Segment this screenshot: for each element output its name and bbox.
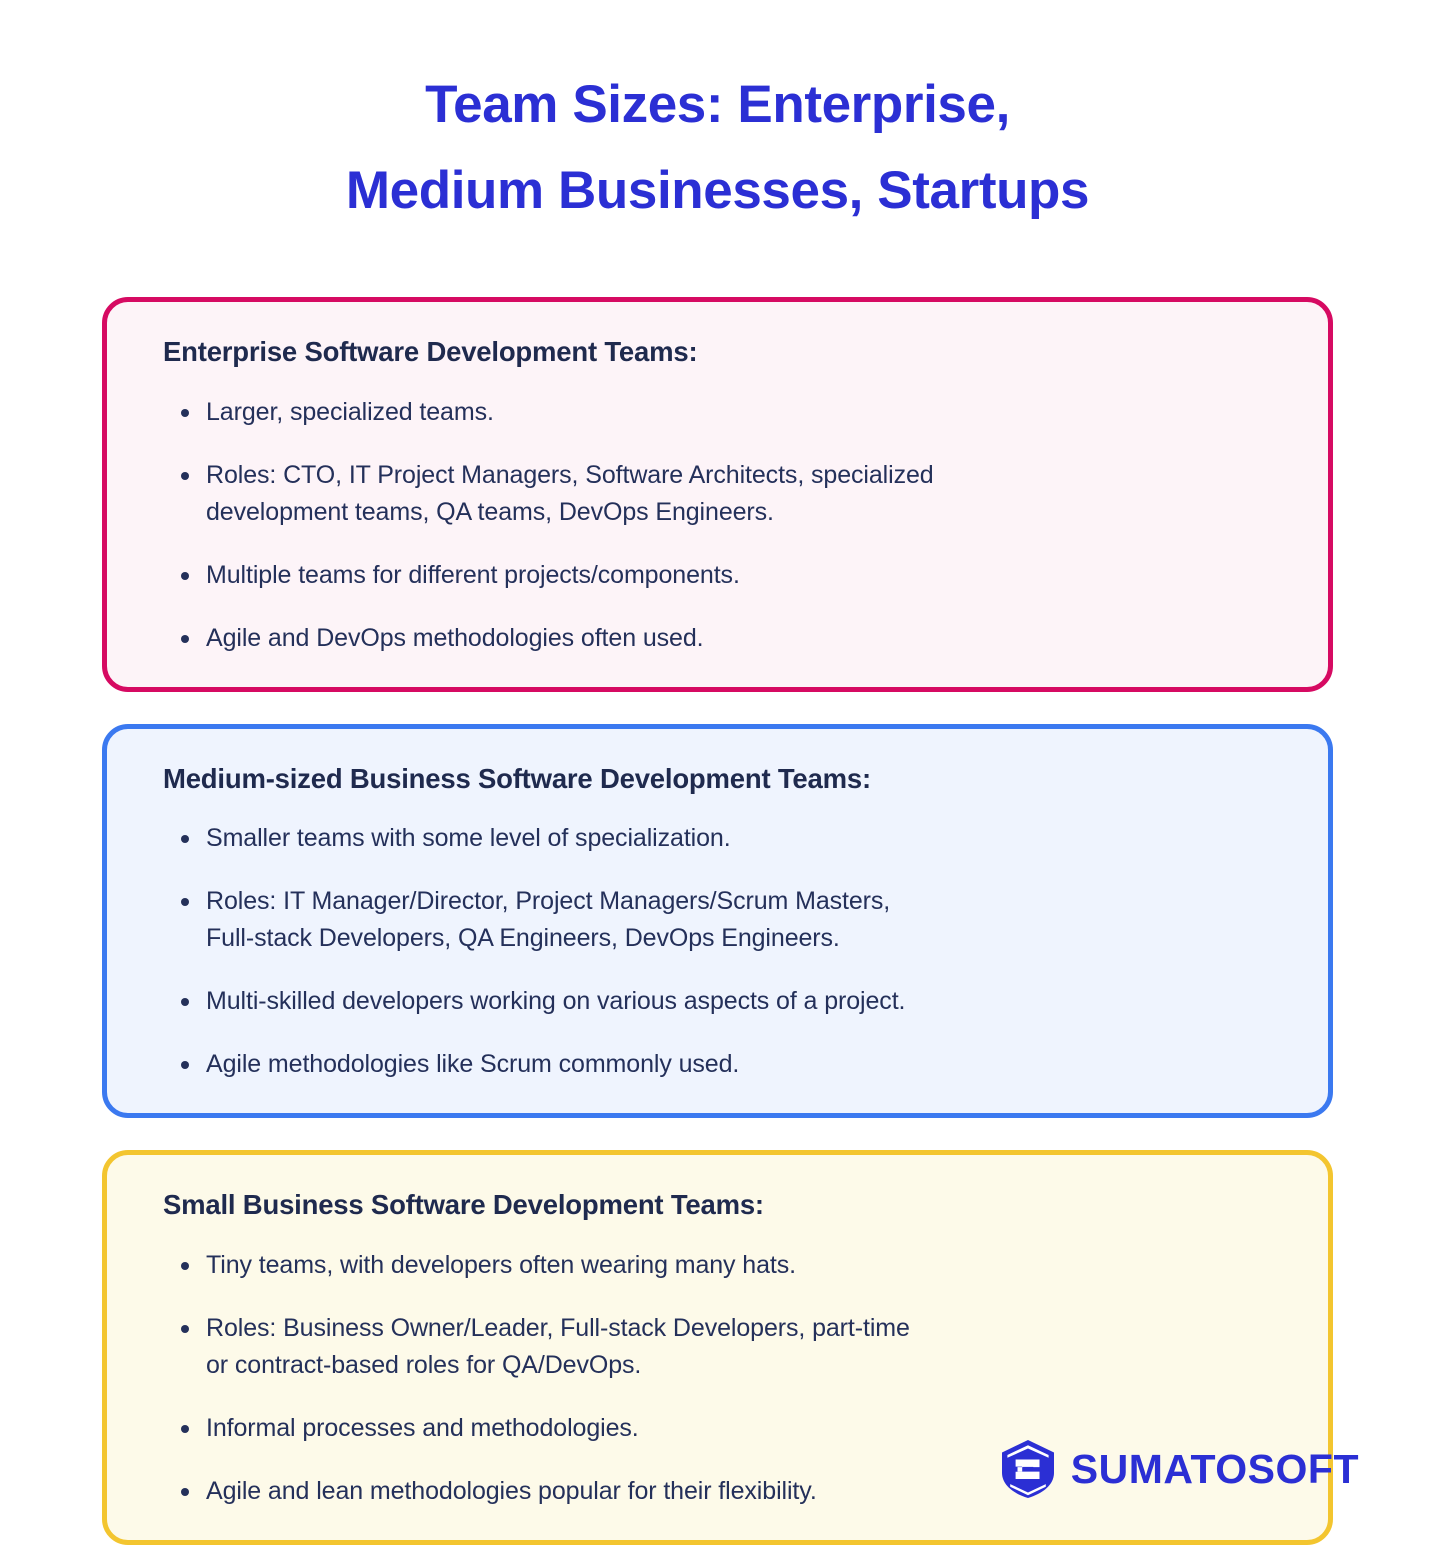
list-item-line: Roles: CTO, IT Project Managers, Softwar… xyxy=(206,460,934,489)
list-item-line: Full-stack Developers, QA Engineers, Dev… xyxy=(206,924,840,953)
card-enterprise: Enterprise Software Development Teams: L… xyxy=(102,296,1333,692)
list-item-line: Tiny teams, with developers often wearin… xyxy=(206,1251,796,1280)
list-item: Multi-skilled developers working on vari… xyxy=(163,983,1284,1020)
list-item: Agile methodologies like Scrum commonly … xyxy=(163,1046,1284,1083)
card-medium-business-list: Smaller teams with some level of special… xyxy=(163,820,1284,1083)
page-title: Team Sizes: Enterprise, Medium Businesse… xyxy=(0,0,1435,234)
list-item: Agile and lean methodologies popular for… xyxy=(163,1473,1284,1510)
list-item: Roles: IT Manager/Director, Project Mana… xyxy=(163,883,1284,957)
list-item: Tiny teams, with developers often wearin… xyxy=(163,1247,1284,1284)
bullet-icon xyxy=(181,408,189,417)
card-medium-business-heading: Medium-sized Business Software Developme… xyxy=(163,762,871,794)
sumatosoft-logo: SUMATOSOFT xyxy=(1001,1440,1359,1498)
list-item-line: Multi-skilled developers working on vari… xyxy=(206,987,906,1016)
list-item-line: Smaller teams with some level of special… xyxy=(206,824,731,853)
list-item-line: Larger, specialized teams. xyxy=(206,397,494,426)
bullet-icon xyxy=(181,1488,189,1497)
card-small-business: Small Business Software Development Team… xyxy=(102,1150,1333,1545)
list-item: Agile and DevOps methodologies often use… xyxy=(163,620,1284,657)
card-small-business-list: Tiny teams, with developers often wearin… xyxy=(163,1247,1284,1510)
list-item-line: Agile and DevOps methodologies often use… xyxy=(206,623,704,652)
sumatosoft-logo-text: SUMATOSOFT xyxy=(1070,1445,1359,1492)
bullet-icon xyxy=(181,1061,189,1070)
card-enterprise-heading: Enterprise Software Development Teams: xyxy=(163,335,698,367)
bullet-icon xyxy=(181,471,189,480)
cards-container: Enterprise Software Development Teams: L… xyxy=(0,296,1435,1545)
page-title-line-1: Team Sizes: Enterprise, xyxy=(425,75,1010,134)
list-item: Roles: Business Owner/Leader, Full-stack… xyxy=(163,1310,1284,1384)
card-enterprise-list: Larger, specialized teams. Roles: CTO, I… xyxy=(163,394,1284,657)
sumatosoft-shield-icon xyxy=(1001,1440,1054,1498)
list-item: Smaller teams with some level of special… xyxy=(163,820,1284,857)
bullet-icon xyxy=(181,571,189,580)
list-item-line: Roles: IT Manager/Director, Project Mana… xyxy=(206,887,891,916)
list-item-line: Agile and lean methodologies popular for… xyxy=(206,1477,817,1506)
bullet-icon xyxy=(181,1262,189,1271)
bullet-icon xyxy=(181,835,189,844)
bullet-icon xyxy=(181,634,189,643)
page-title-line-2: Medium Businesses, Startups xyxy=(345,160,1090,220)
bullet-icon xyxy=(181,1425,189,1434)
list-item-line: Multiple teams for different projects/co… xyxy=(206,560,740,589)
list-item: Multiple teams for different projects/co… xyxy=(163,557,1284,594)
list-item-line: development teams, QA teams, DevOps Engi… xyxy=(206,497,774,526)
card-small-business-heading: Small Business Software Development Team… xyxy=(163,1189,764,1221)
list-item-line: or contract-based roles for QA/DevOps. xyxy=(206,1351,642,1380)
list-item-line: Informal processes and methodologies. xyxy=(206,1414,639,1443)
list-item-line: Roles: Business Owner/Leader, Full-stack… xyxy=(206,1314,910,1343)
bullet-icon xyxy=(181,1325,189,1334)
bullet-icon xyxy=(181,898,189,907)
list-item: Larger, specialized teams. xyxy=(163,394,1284,431)
list-item: Roles: CTO, IT Project Managers, Softwar… xyxy=(163,457,1284,531)
card-medium-business: Medium-sized Business Software Developme… xyxy=(102,723,1333,1119)
bullet-icon xyxy=(181,998,189,1007)
list-item-line: Agile methodologies like Scrum commonly … xyxy=(206,1050,740,1079)
list-item: Informal processes and methodologies. xyxy=(163,1410,1284,1447)
